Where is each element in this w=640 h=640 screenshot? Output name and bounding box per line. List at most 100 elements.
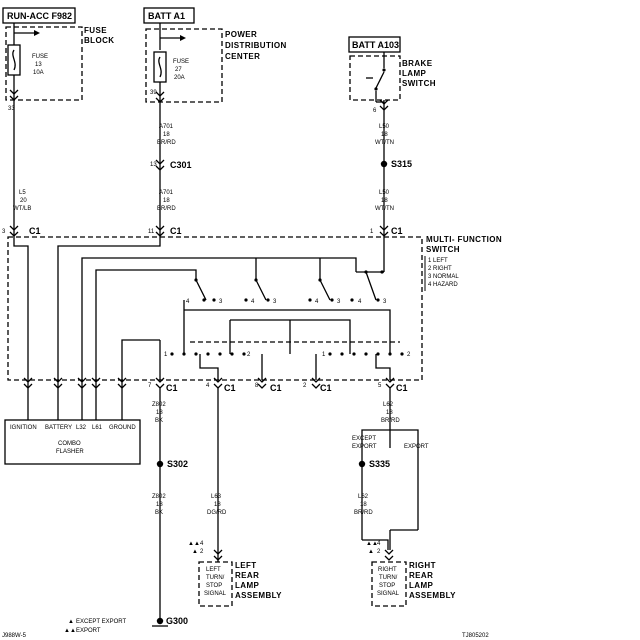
wire-a701-top-code: A701 — [159, 124, 174, 130]
except-export-label-2: EXPORT — [352, 444, 377, 450]
right-lamp-inner-1: RIGHT — [378, 567, 397, 573]
legend-double-mark: ▲▲ — [64, 628, 76, 634]
connector-c1-h: C1 — [396, 383, 408, 393]
left-variant-num-2: 2 — [200, 549, 204, 555]
switch-mark-c3: 3 — [337, 299, 341, 305]
fuse-27-name: FUSE — [173, 59, 189, 65]
legend-single-mark: ▲ — [68, 619, 74, 625]
right-lamp-inner-4: SIGNAL — [377, 591, 400, 597]
left-lamp-outline — [198, 561, 233, 607]
c1-out-pin-4: 2 — [303, 383, 307, 389]
splice-s335: S335 — [369, 459, 390, 469]
pdc-label-1: POWER — [225, 30, 257, 39]
wire-l50-bot-color: WT/TN — [375, 206, 394, 212]
wire-l62-bot-color: BR/RD — [354, 510, 373, 516]
wire-l62-top-gauge: 18 — [386, 410, 393, 416]
right-variant-num-2: 2 — [377, 549, 381, 555]
fuse-block-label-1: FUSE — [84, 26, 107, 35]
wire-l62-top-color: BR/RD — [381, 418, 400, 424]
fuse-13-pin: 33 — [8, 106, 15, 112]
mfs-position-3: 3 NORMAL — [428, 274, 459, 280]
brake-switch-label-1: BRAKE — [402, 59, 433, 68]
c1-out-pin-5: 5 — [378, 383, 382, 389]
connector-chevron-icon — [9, 225, 19, 237]
wire-z802-top-color: BK — [155, 418, 163, 424]
pdc-label-3: CENTER — [225, 52, 260, 61]
wire-l62-bot-gauge: 18 — [360, 502, 367, 508]
mfs-outline — [7, 236, 423, 381]
connector-c1-d: C1 — [166, 383, 178, 393]
wire-z802-bot-gauge: 18 — [156, 502, 163, 508]
connector-chevron-icon — [311, 377, 321, 389]
brake-switch-pin: 6 — [373, 108, 377, 114]
left-lamp-inner-3: STOP — [206, 583, 222, 589]
c1-in-pin-2: 11 — [148, 229, 155, 235]
flasher-pin-ground: GROUND — [109, 425, 136, 431]
legend: ▲ EXCEPT EXPORT ▲▲ EXPORT — [64, 619, 126, 634]
mfs-position-4: 4 HAZARD — [428, 282, 458, 288]
brake-switch-label-2: LAMP — [402, 69, 427, 78]
connector-chevron-icon — [213, 549, 223, 561]
left-variant-num-1: 4 — [200, 541, 204, 547]
switch-blade-icon — [319, 258, 331, 301]
wire-l63-color: DG/RD — [207, 510, 227, 516]
switch-mark-b4: 4 — [251, 299, 255, 305]
fuse-13-number: 13 — [35, 62, 42, 68]
right-lamp-outline — [371, 561, 407, 607]
wire-l5-code: L5 — [19, 190, 26, 196]
flasher-pin-l32: L32 — [76, 425, 87, 431]
connector-chevron-icon — [155, 91, 165, 103]
left-lamp-label-2: REAR — [235, 571, 259, 580]
flasher-pin-ignition: IGNITION — [10, 425, 37, 431]
left-lamp-inner-2: TURN/ — [206, 575, 225, 581]
left-lamp-inner-1: LEFT — [206, 567, 221, 573]
connector-chevron-icon — [384, 549, 394, 561]
connector-chevron-icon — [23, 377, 33, 389]
except-export-label-1: EXCEPT — [352, 436, 376, 442]
multi-function-switch: 3 C1 11 C1 1 C1 MULTI- FUNCTION SWITCH 1… — [2, 225, 502, 420]
connector-c1-g: C1 — [320, 383, 332, 393]
source-batt-a1-label: BATT A1 — [148, 11, 185, 21]
ground-g300: G300 — [166, 616, 188, 626]
switch-row-left-1: 1 — [164, 352, 168, 358]
connector-chevron-icon — [9, 89, 19, 101]
flasher-pin-l61: L61 — [92, 425, 103, 431]
fuse-block-label-2: BLOCK — [84, 36, 114, 45]
right-rear-lamp-assembly: RIGHT TURN/ STOP SIGNAL RIGHT REAR LAMP … — [371, 561, 456, 607]
flasher-name-2: FLASHER — [56, 449, 84, 455]
switch-mark-a3: 3 — [219, 299, 223, 305]
fuse-13-name: FUSE — [32, 54, 48, 60]
wire-l63-code: L63 — [211, 494, 222, 500]
splice-s302-dot — [156, 460, 164, 468]
right-variant-mark-1: ▲▲ — [366, 541, 378, 547]
connector-c1-c: C1 — [391, 226, 403, 236]
wire-l50-top-gauge: 18 — [381, 132, 388, 138]
source-run-acc-label: RUN-ACC F982 — [7, 11, 72, 21]
legend-single-text: EXCEPT EXPORT — [76, 619, 126, 625]
legend-double-text: EXPORT — [76, 628, 101, 634]
wire-l50-top-color: WT/TN — [375, 140, 394, 146]
mfs-output-connectors: 7 C1 4 C1 8 C1 2 C1 5 C1 — [23, 377, 408, 420]
wire-a701-top-gauge: 18 — [163, 132, 170, 138]
fuse-27-rating: 20A — [174, 75, 185, 81]
connector-chevron-icon — [379, 225, 389, 237]
wire-a701-bot-color: BR/RD — [157, 206, 176, 212]
connector-chevron-icon — [77, 377, 87, 389]
switch-row-right-1: 1 — [322, 352, 326, 358]
wire-l50-bot-code: L50 — [379, 190, 390, 196]
c1-out-pin-1: 7 — [148, 383, 152, 389]
pdc-label-2: DISTRIBUTION — [225, 41, 287, 50]
connector-chevron-icon — [379, 99, 389, 111]
right-lamp-label-2: REAR — [409, 571, 433, 580]
source-batt-a1: BATT A1 — [143, 7, 195, 24]
right-lamp-inner-3: STOP — [379, 583, 395, 589]
left-lamp-label-3: LAMP — [235, 581, 260, 590]
left-lamp-label-4: ASSEMBLY — [235, 591, 282, 600]
splice-s315: S315 — [391, 159, 412, 169]
c1-out-pin-2: 4 — [206, 383, 210, 389]
combo-flasher: IGNITION BATTERY L32 L61 GROUND COMBO FL… — [4, 419, 141, 465]
brake-switch-outline — [349, 55, 401, 101]
connector-chevron-icon — [155, 159, 165, 171]
fuse-13-rating: 10A — [33, 70, 44, 76]
